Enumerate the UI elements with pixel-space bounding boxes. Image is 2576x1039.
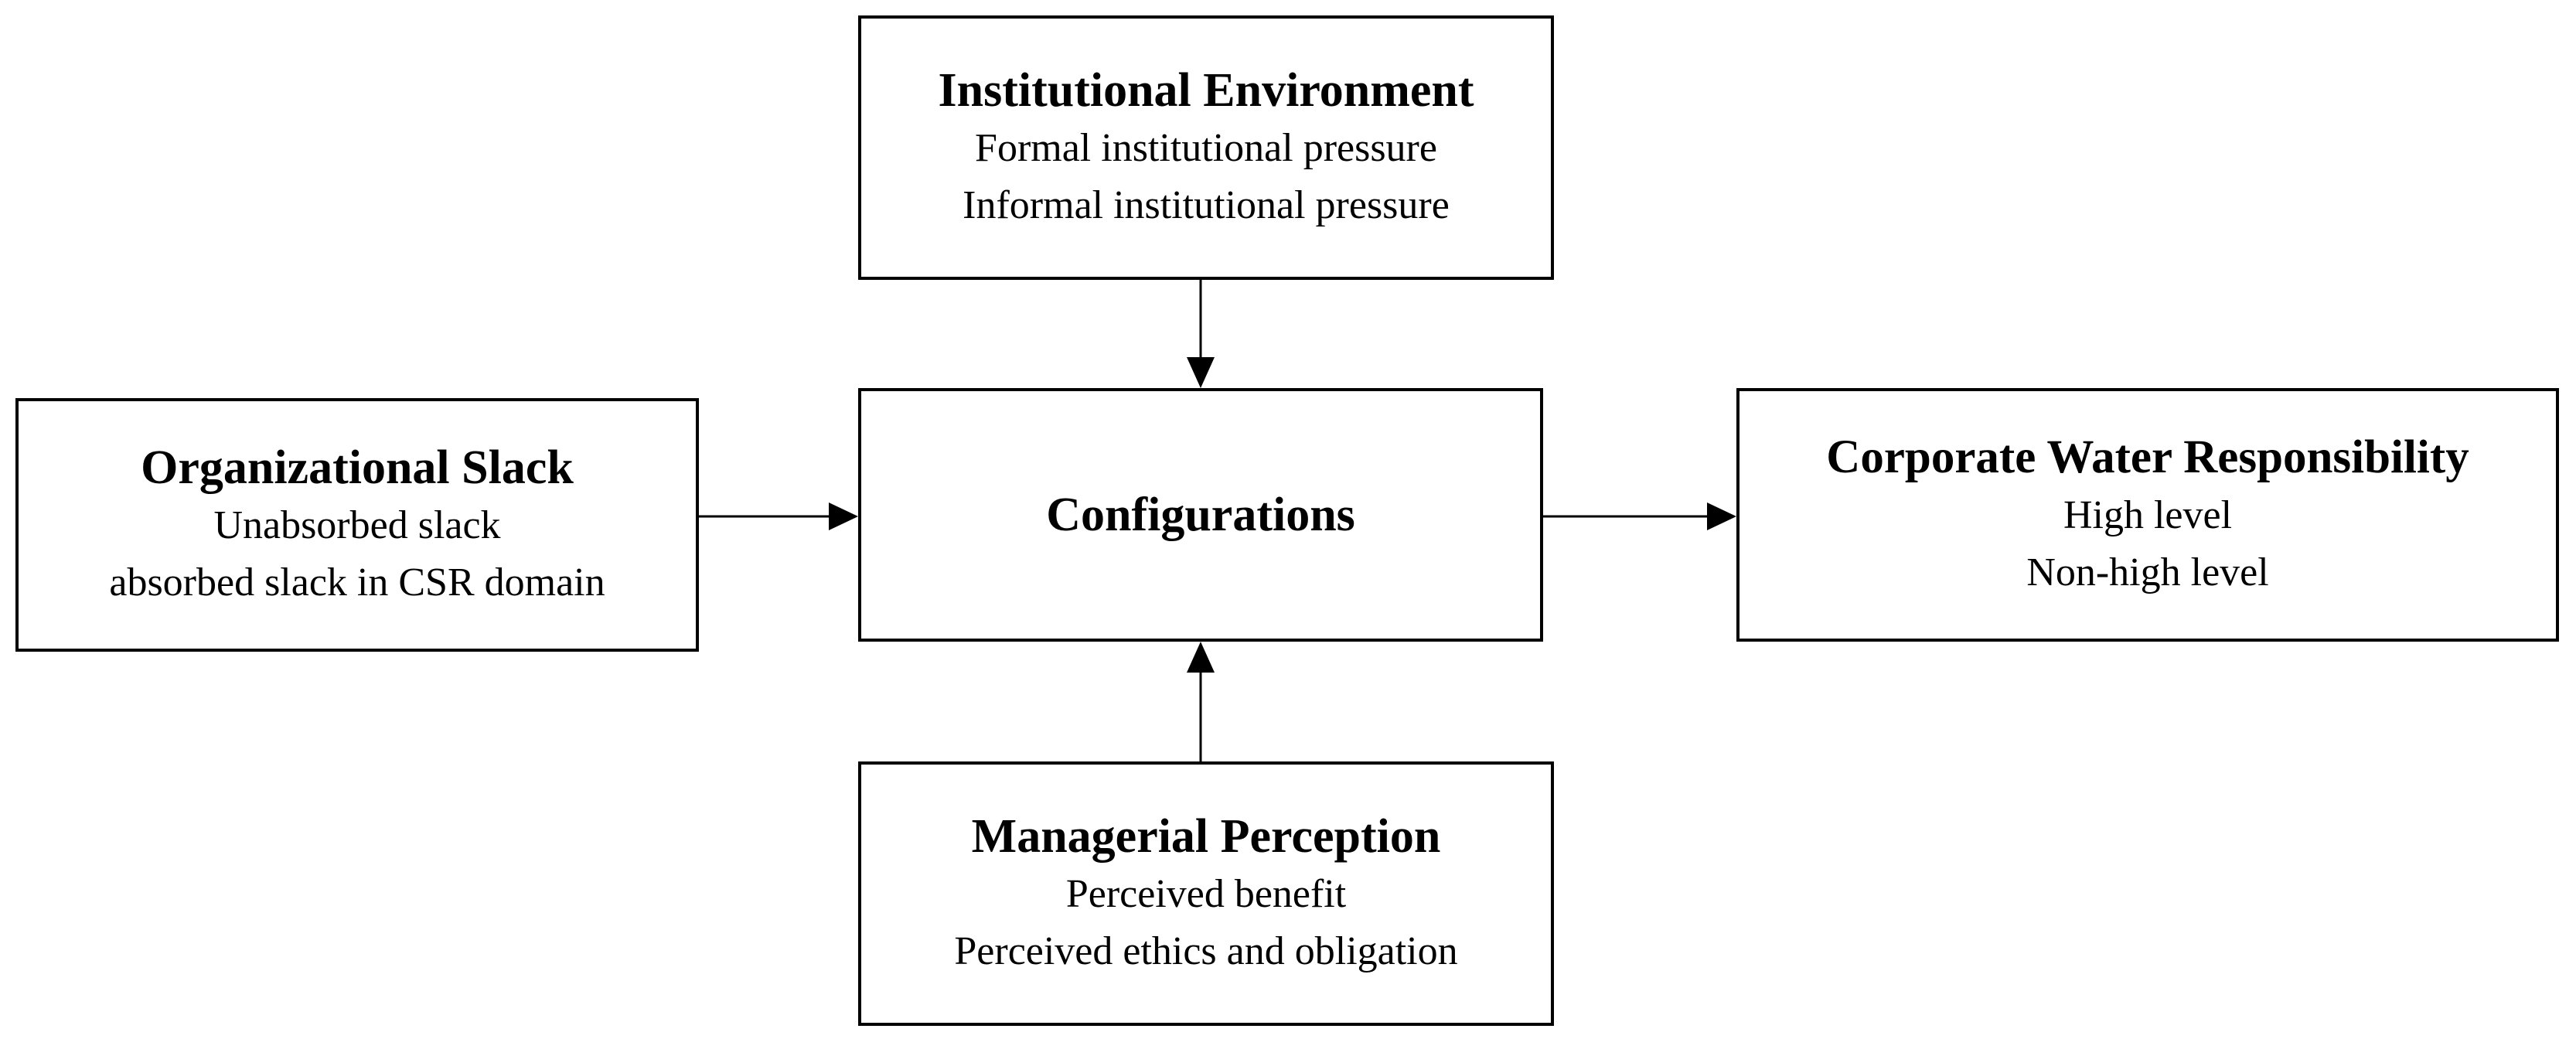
water-responsibility-item: High level xyxy=(2063,493,2233,537)
institutional-environment-box: Institutional Environment Formal institu… xyxy=(858,15,1554,280)
configurations-title: Configurations xyxy=(1046,489,1355,541)
organizational-slack-title: Organizational Slack xyxy=(141,441,574,494)
organizational-slack-box: Organizational Slack Unabsorbed slack ab… xyxy=(15,398,699,652)
arrowhead-up xyxy=(1187,642,1215,673)
slack-item: absorbed slack in CSR domain xyxy=(109,560,605,605)
institutional-environment-title: Institutional Environment xyxy=(938,64,1474,117)
institutional-item: Informal institutional pressure xyxy=(963,183,1450,227)
managerial-perception-title: Managerial Perception xyxy=(971,810,1441,863)
edge-slack-to-configurations xyxy=(699,502,858,530)
slack-item: Unabsorbed slack xyxy=(213,503,501,547)
arrowhead-right xyxy=(1707,502,1736,530)
edge-institutional-to-configurations xyxy=(1187,280,1215,388)
managerial-item: Perceived benefit xyxy=(1065,872,1347,916)
edge-managerial-to-configurations xyxy=(1187,642,1215,761)
corporate-water-responsibility-title: Corporate Water Responsibility xyxy=(1826,431,2469,483)
corporate-water-responsibility-box: Corporate Water Responsibility High leve… xyxy=(1736,388,2559,642)
managerial-perception-box: Managerial Perception Perceived benefit … xyxy=(858,761,1554,1026)
arrowhead-down xyxy=(1187,357,1215,388)
edge-configurations-to-water xyxy=(1543,502,1736,530)
managerial-item: Perceived ethics and obligation xyxy=(954,929,1458,973)
configurations-box: Configurations xyxy=(858,388,1543,642)
arrowhead-right xyxy=(829,502,858,530)
institutional-item: Formal institutional pressure xyxy=(975,126,1437,170)
water-responsibility-item: Non-high level xyxy=(2026,550,2269,594)
